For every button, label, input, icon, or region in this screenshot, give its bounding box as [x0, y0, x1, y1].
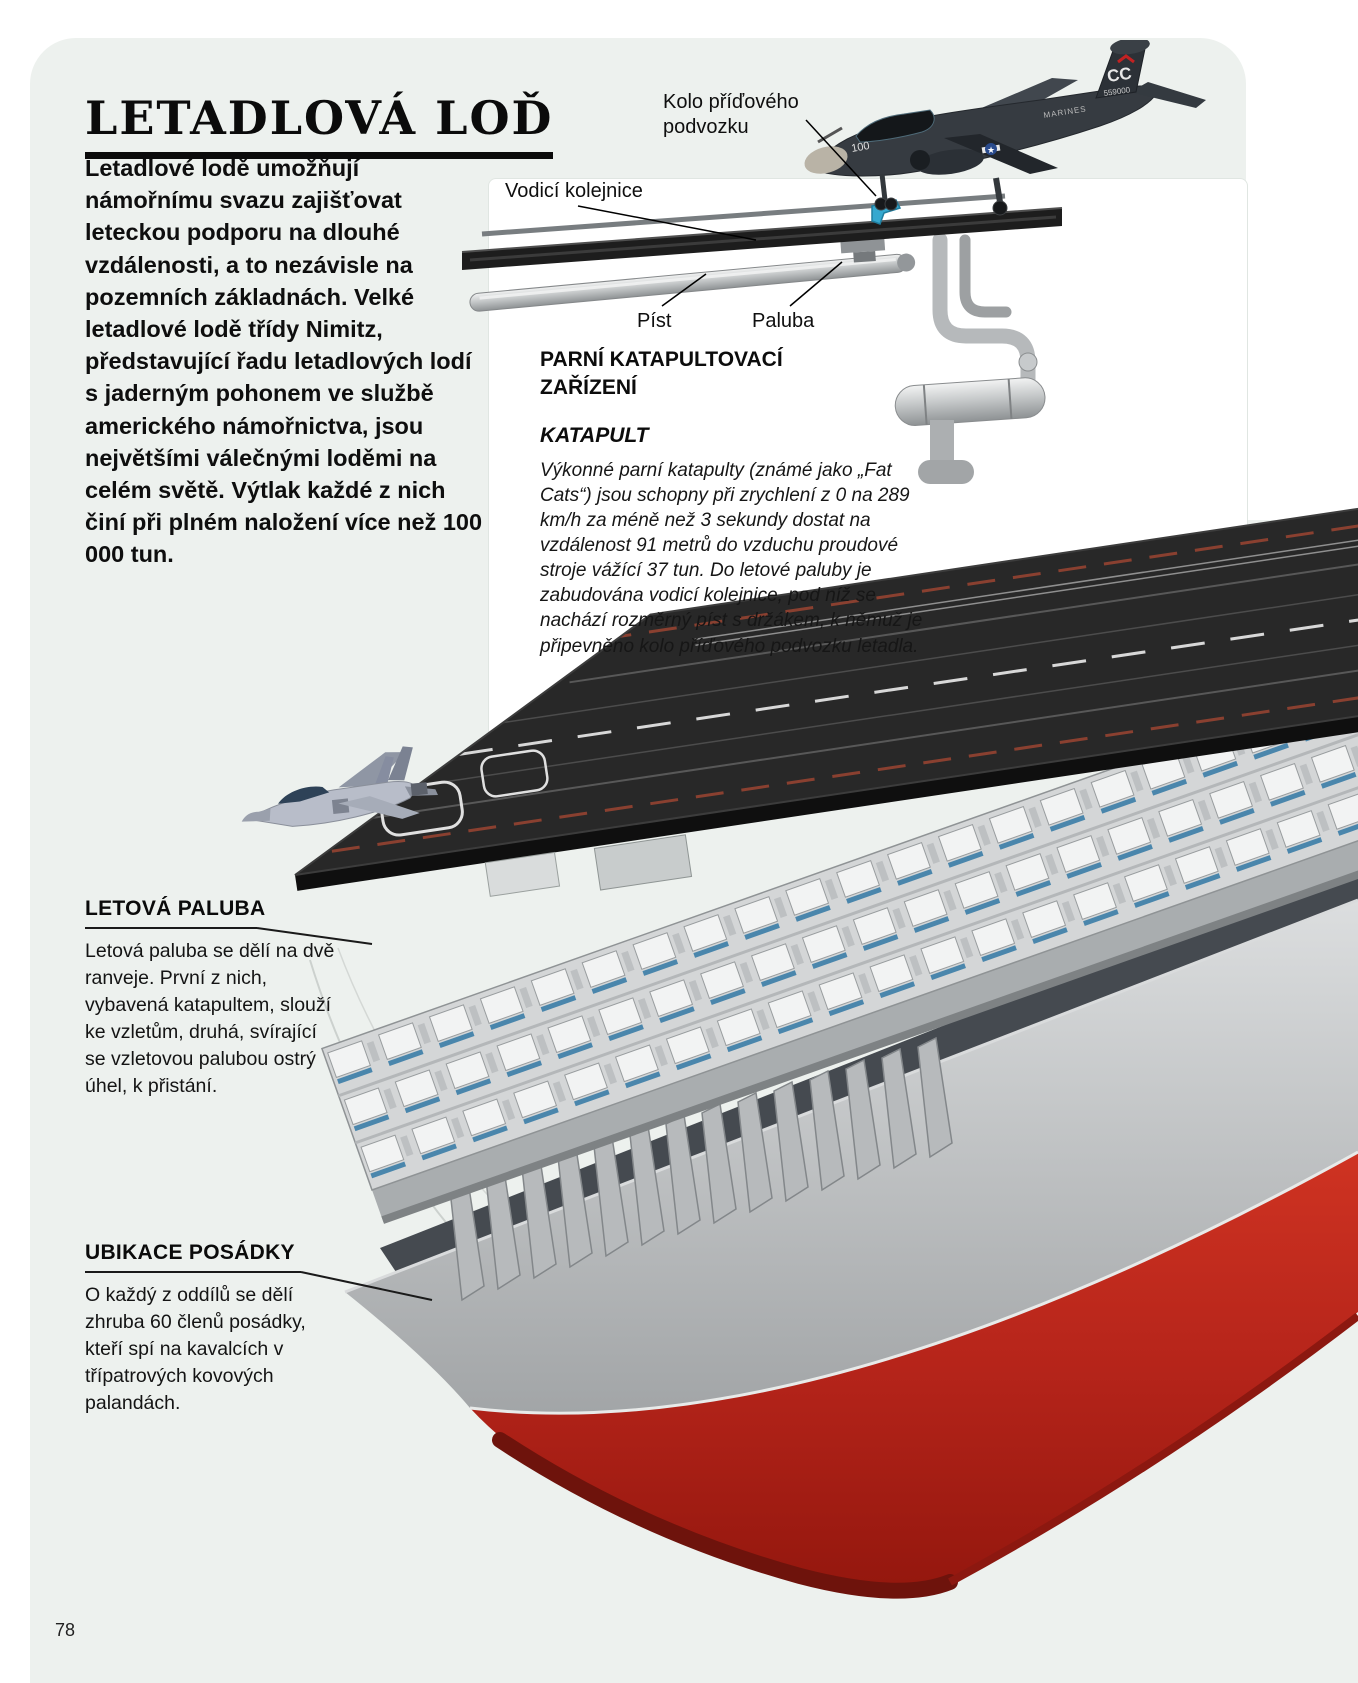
serial-marking: 559000	[1103, 85, 1131, 98]
diagram-leader-lines	[577, 119, 877, 307]
section-rule	[85, 1271, 301, 1273]
catapult-subheading: KATAPULT	[540, 424, 649, 447]
label-nose-wheel: Kolo příďového podvozku	[663, 91, 799, 138]
page-number: 78	[55, 1620, 76, 1640]
hull-red-bottom	[470, 1152, 1358, 1589]
tail-code-marking: CC	[1106, 64, 1133, 86]
piston-illustration	[469, 253, 916, 312]
leader-lines	[256, 927, 433, 1301]
catapult-heading: PARNÍ KATAPULTOVACÍ ZAŘÍZENÍ	[540, 348, 783, 400]
label-deck: Paluba	[752, 310, 815, 332]
hull-illustration	[344, 898, 1358, 1599]
flight-deck-illustration	[294, 500, 1358, 897]
fighter-jet-illustration	[241, 746, 438, 827]
page-title: LETADLOVÁ LOĎ	[85, 91, 554, 159]
steam-pipes	[894, 232, 1046, 484]
carrier-cutaway-illustration	[241, 500, 1358, 1599]
gallery-deck-illustration	[320, 643, 1358, 1224]
label-piston: Píst	[637, 310, 672, 332]
catapult-diagram-illustration: CC 559000 100 MARINES ★	[461, 40, 1206, 484]
section-heading-crew-quarters: UBIKACE POSÁDKY	[85, 1241, 295, 1264]
nose-number-marking: 100	[850, 140, 870, 155]
label-guide-rail: Vodicí kolejnice	[505, 180, 643, 202]
section-body-flight-deck: Letová paluba se dělí na dvě ranveje. Pr…	[85, 940, 335, 1097]
star-insignia: ★	[987, 145, 995, 155]
section-heading-flight-deck: LETOVÁ PALUBA	[85, 897, 266, 920]
ea6b-prowler-illustration: CC 559000 100 MARINES ★	[804, 40, 1206, 216]
section-body-crew-quarters: O každý z oddílů se dělí zhruba 60 členů…	[85, 1284, 306, 1414]
intro-paragraph: Letadlové lodě umožňují námořnímu svazu …	[85, 155, 483, 568]
landing-gear	[874, 173, 1008, 216]
section-rule	[85, 927, 257, 929]
catapult-body-text: Výkonné parní katapulty (známé jako „Fat…	[540, 460, 923, 657]
deck-rail-illustration	[461, 193, 1063, 270]
